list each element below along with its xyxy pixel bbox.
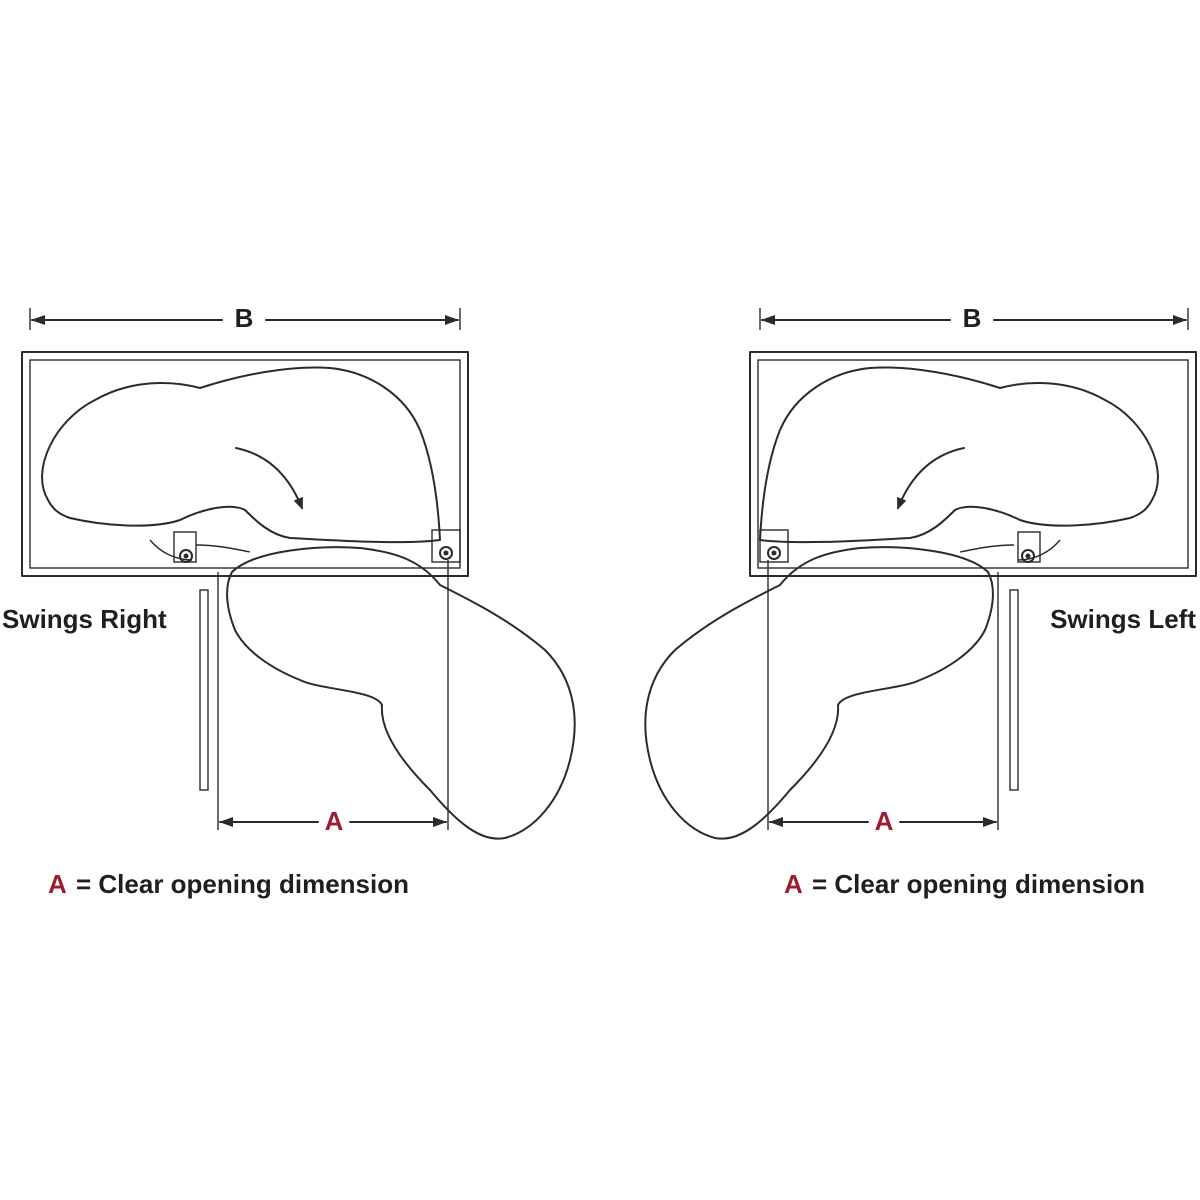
left-rotation-arrow (235, 447, 303, 510)
right-legend-letter: A (784, 869, 803, 899)
left-cabinet (21, 351, 469, 577)
left-dim-a-label: A (325, 806, 344, 836)
right-hinge-left (759, 529, 789, 563)
left-hinge-right (431, 529, 461, 563)
left-door (199, 589, 209, 791)
right-rotation-arrow (897, 447, 965, 510)
left-legend-letter: A (48, 869, 67, 899)
left-front-shelf (226, 546, 576, 840)
left-dimension-b: B (29, 303, 461, 333)
left-hinge-left (149, 531, 251, 563)
right-dim-a-label: A (875, 806, 894, 836)
right-hinge-right (959, 531, 1061, 563)
left-dim-b-label: B (235, 303, 254, 333)
right-dimension-b: B (759, 303, 1189, 333)
left-back-shelf (41, 366, 441, 544)
left-swing-label: Swings Right (2, 604, 167, 634)
right-diagram: B (644, 303, 1197, 899)
left-legend-text: = Clear opening dimension (76, 869, 409, 899)
left-diagram: B (2, 303, 576, 899)
right-dimension-a: A (769, 806, 997, 836)
right-legend-text: = Clear opening dimension (812, 869, 1145, 899)
right-swing-label: Swings Left (1050, 604, 1196, 634)
right-cabinet (749, 351, 1197, 577)
right-back-shelf (759, 366, 1159, 544)
right-front-shelf (644, 546, 994, 840)
right-door (1009, 589, 1019, 791)
right-dim-b-label: B (963, 303, 982, 333)
left-dimension-a: A (219, 806, 447, 836)
